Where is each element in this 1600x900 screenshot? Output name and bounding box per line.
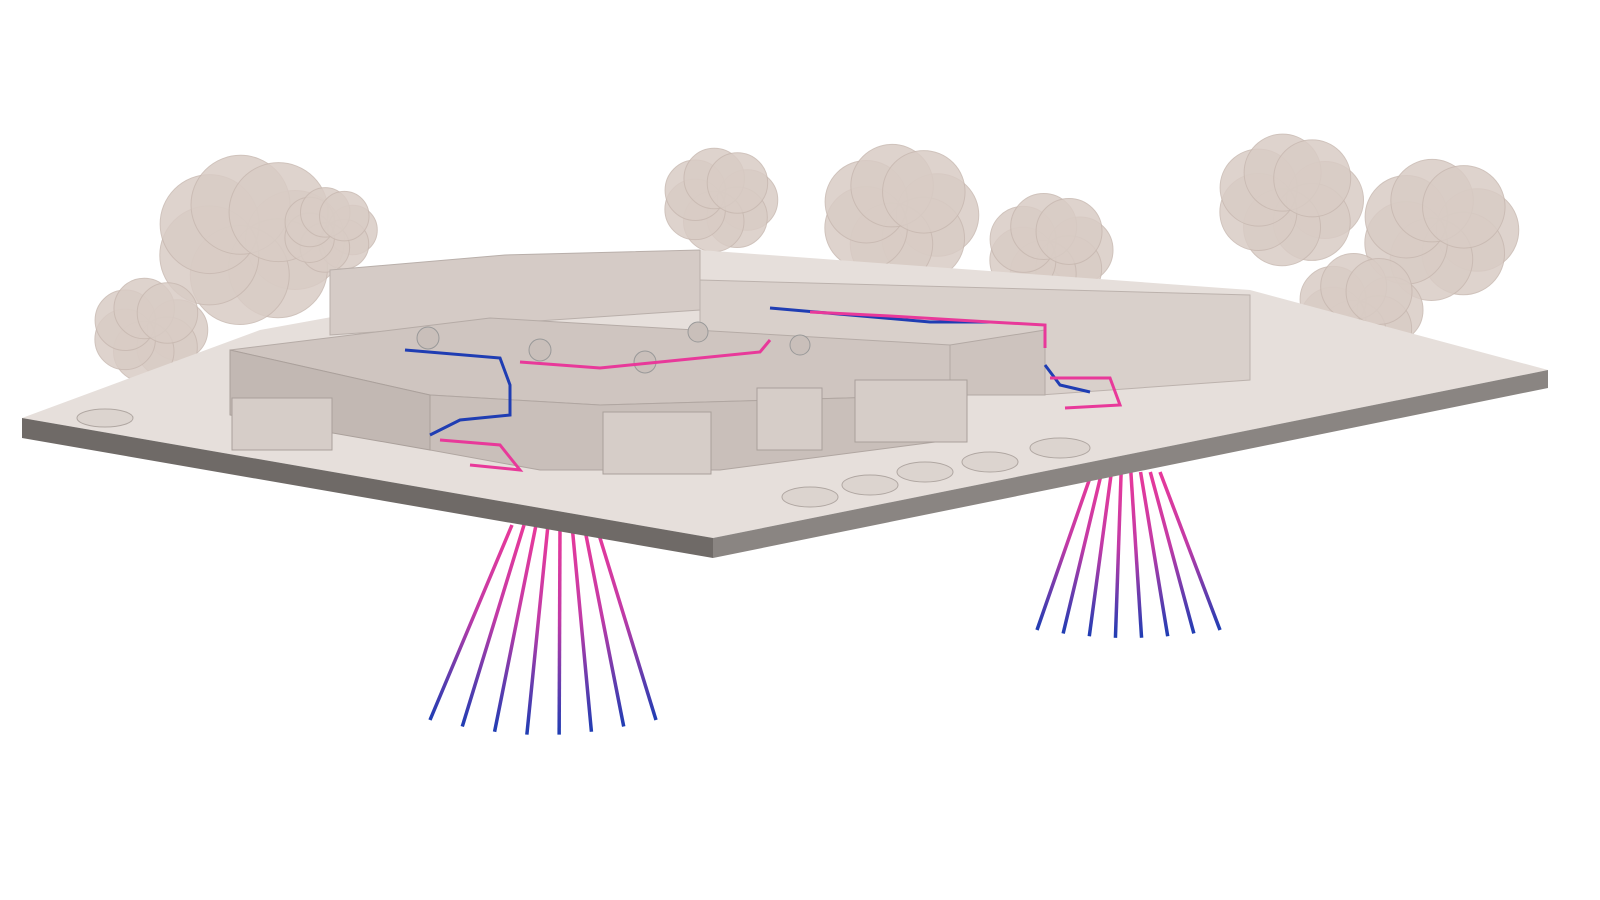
buildings xyxy=(76,249,1251,508)
car xyxy=(896,461,954,483)
borehole-pipe xyxy=(1087,471,1114,637)
fan-unit xyxy=(528,338,552,362)
tree-canopy xyxy=(882,150,966,234)
car xyxy=(1029,437,1091,459)
truck xyxy=(602,411,712,475)
borehole-pipe xyxy=(594,524,658,721)
borehole-pipe xyxy=(1138,471,1170,637)
pipe-hot xyxy=(519,339,772,370)
right-annex xyxy=(949,329,1046,396)
borehole-pipe xyxy=(570,524,594,732)
borehole-group xyxy=(428,471,1222,735)
tree-canopy xyxy=(1273,139,1352,218)
car xyxy=(781,486,839,508)
borehole-pipe xyxy=(428,524,514,721)
borehole-pipe xyxy=(1158,471,1222,631)
pipe-hot xyxy=(809,310,1047,348)
car xyxy=(841,474,899,496)
fan-unit xyxy=(416,326,440,350)
borehole-pipe xyxy=(1061,471,1104,634)
tree-canopy xyxy=(136,282,199,344)
fan-unit xyxy=(789,334,811,356)
truck xyxy=(756,387,823,451)
car xyxy=(961,451,1019,473)
pipe-cold xyxy=(1043,364,1091,394)
pipe-cold xyxy=(404,348,512,437)
borehole-pipe xyxy=(1113,471,1123,638)
pipe-hot xyxy=(1050,376,1123,410)
tree-canopy xyxy=(1035,197,1103,265)
tree-canopy xyxy=(706,152,769,214)
pipe-hot xyxy=(439,438,524,472)
slab-front-edge-left xyxy=(22,418,713,558)
tree-canopy xyxy=(319,190,370,242)
borehole-pipe xyxy=(557,524,562,735)
truck xyxy=(231,397,333,451)
car xyxy=(76,408,134,428)
tree-canopy xyxy=(1422,165,1506,249)
trees xyxy=(94,133,1520,383)
fan-unit xyxy=(687,321,709,343)
borehole-pipe xyxy=(460,524,526,728)
back-building-right xyxy=(699,279,1251,396)
borehole-pipe xyxy=(525,524,550,735)
borehole-pipe xyxy=(582,524,626,727)
borehole-pipe xyxy=(492,524,538,733)
borehole-pipe xyxy=(1148,471,1196,634)
borehole-pipe xyxy=(1129,471,1144,638)
slab-front-edge-right xyxy=(713,370,1548,558)
tree-canopy xyxy=(1345,257,1413,325)
surface-pipes xyxy=(404,306,1123,472)
truck xyxy=(854,379,968,443)
borehole-pipe xyxy=(1035,471,1094,631)
